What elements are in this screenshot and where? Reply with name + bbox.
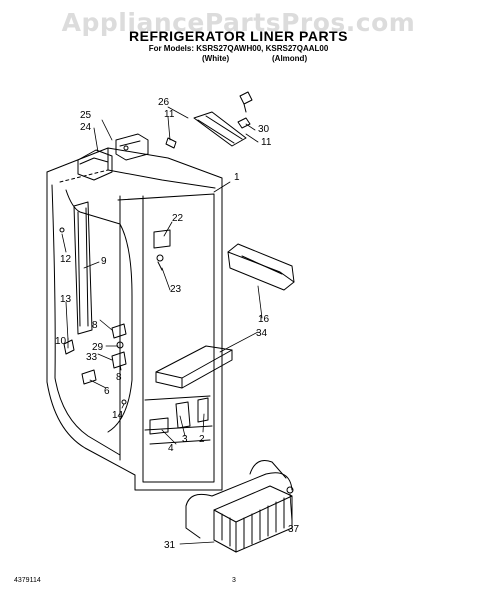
- top-rail-part: [165, 111, 251, 149]
- callout-6: 6: [104, 386, 110, 397]
- liner-body: [46, 147, 223, 491]
- watermark: AppliancePartsPros.com: [61, 8, 416, 37]
- callout-26: 26: [158, 97, 170, 108]
- callout-25: 25: [80, 110, 92, 121]
- page-title: REFRIGERATOR LINER PARTS: [129, 28, 348, 44]
- callout-8: 8: [92, 320, 98, 331]
- screw-part: [239, 91, 253, 113]
- callout-numbers: 25 24 26 11 30 11 1 22 12 9 23 13 8 10 2…: [55, 97, 300, 551]
- callout-31: 31: [164, 540, 176, 551]
- callout-3: 3: [182, 434, 188, 445]
- callout-33: 33: [86, 352, 98, 363]
- callout-13: 13: [60, 294, 72, 305]
- callout-1: 1: [234, 172, 240, 183]
- bracket-part: [153, 229, 171, 271]
- callout-11: 11: [164, 109, 175, 120]
- control-housing: [77, 133, 149, 181]
- callout-16: 16: [258, 314, 270, 325]
- callout-14: 14: [112, 410, 124, 421]
- shelf-part: [155, 345, 233, 389]
- callout-9: 9: [101, 256, 107, 267]
- callout-2: 2: [199, 434, 205, 445]
- side-rail-part: [227, 243, 295, 291]
- drawer-part: [185, 460, 294, 553]
- callout-22: 22: [172, 213, 184, 224]
- callout-8b: 8: [116, 372, 122, 383]
- models-line: For Models: KSRS27QAWH00, KSRS27QAAL00: [148, 44, 329, 53]
- callout-11b: 11: [261, 137, 272, 148]
- callout-4: 4: [168, 443, 174, 454]
- callout-24: 24: [80, 122, 92, 133]
- color-label-almond: (Almond): [272, 54, 308, 63]
- color-label-white: (White): [202, 54, 230, 63]
- callout-37: 37: [288, 524, 300, 535]
- shelf-rail-left: [73, 201, 93, 335]
- callout-12: 12: [60, 254, 72, 265]
- callout-23: 23: [170, 284, 182, 295]
- footer-part-number: 4379114: [14, 577, 41, 584]
- callout-29: 29: [92, 342, 104, 353]
- callout-30: 30: [258, 124, 270, 135]
- callout-34: 34: [256, 328, 268, 339]
- callout-10: 10: [55, 336, 67, 347]
- callout-leaders: [61, 106, 293, 545]
- footer-page-number: 3: [232, 577, 236, 584]
